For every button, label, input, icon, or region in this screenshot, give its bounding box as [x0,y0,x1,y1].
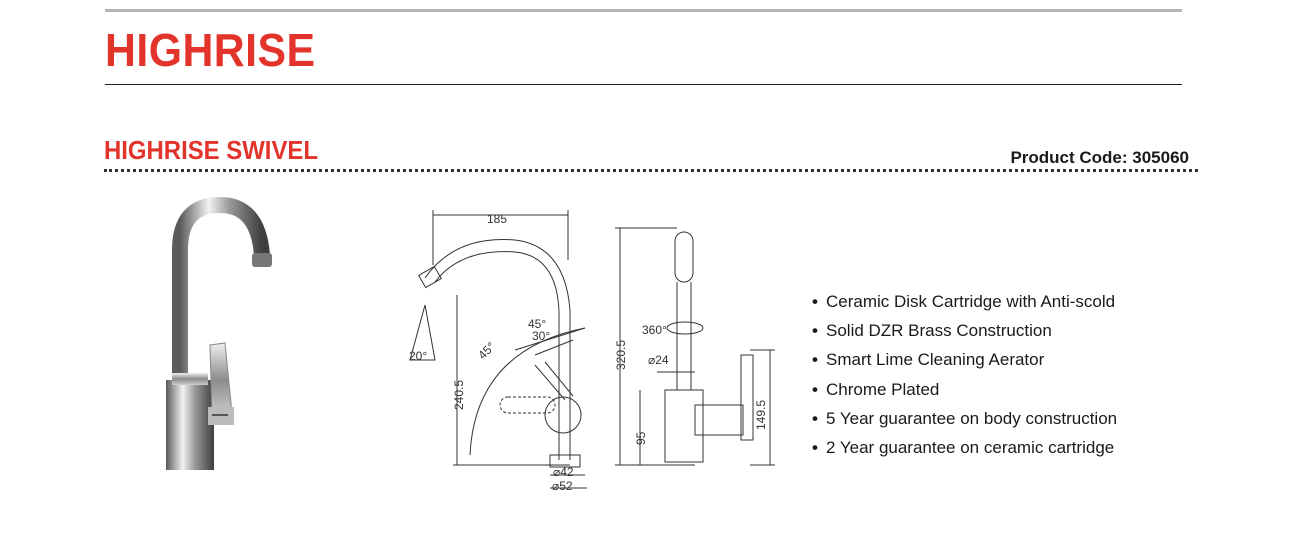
feature-item: •5 Year guarantee on body construction [812,404,1117,433]
technical-drawing: 185 240.5 320.5 149.5 95 ⌀42 ⌀52 ⌀24 360… [409,210,775,493]
product-code: Product Code: 305060 [1010,148,1189,167]
angle-45-left: 45° [475,339,498,362]
dotted-divider [104,169,1198,172]
angle-30: 30° [532,329,550,343]
dim-pipe: ⌀24 [648,353,669,367]
title-rule [105,84,1182,85]
bullet-icon: • [812,408,818,428]
angle-45-top: 45° [528,317,546,331]
dim-diameter-inner: ⌀42 [553,465,574,479]
feature-item: •Smart Lime Cleaning Aerator [812,345,1117,374]
feature-item: •2 Year guarantee on ceramic cartridge [812,433,1117,462]
feature-item: •Solid DZR Brass Construction [812,316,1117,345]
dim-height-side: 320.5 [614,340,628,370]
dim-diameter-outer: ⌀52 [552,479,573,493]
angle-swivel: 360° [642,323,667,337]
dim-height-front: 240.5 [452,380,466,410]
bullet-icon: • [812,350,818,370]
dim-width: 185 [487,212,507,226]
product-photo [166,196,272,470]
bullet-icon: • [812,292,818,311]
dim-base-small: 95 [634,431,648,445]
angle-20: 20° [409,349,427,363]
page-title: HIGHRISE [105,24,316,76]
feature-item: •Chrome Plated [812,375,1117,404]
bullet-icon: • [812,379,818,399]
bullet-icon: • [812,438,818,458]
product-name: HIGHRISE SWIVEL [104,135,318,165]
bullet-icon: • [812,321,818,341]
feature-list: •Ceramic Disk Cartridge with Anti-scold … [812,287,1117,462]
top-rule [105,9,1182,12]
feature-item: •Ceramic Disk Cartridge with Anti-scold [812,287,1117,316]
dim-base-height: 149.5 [754,400,768,430]
